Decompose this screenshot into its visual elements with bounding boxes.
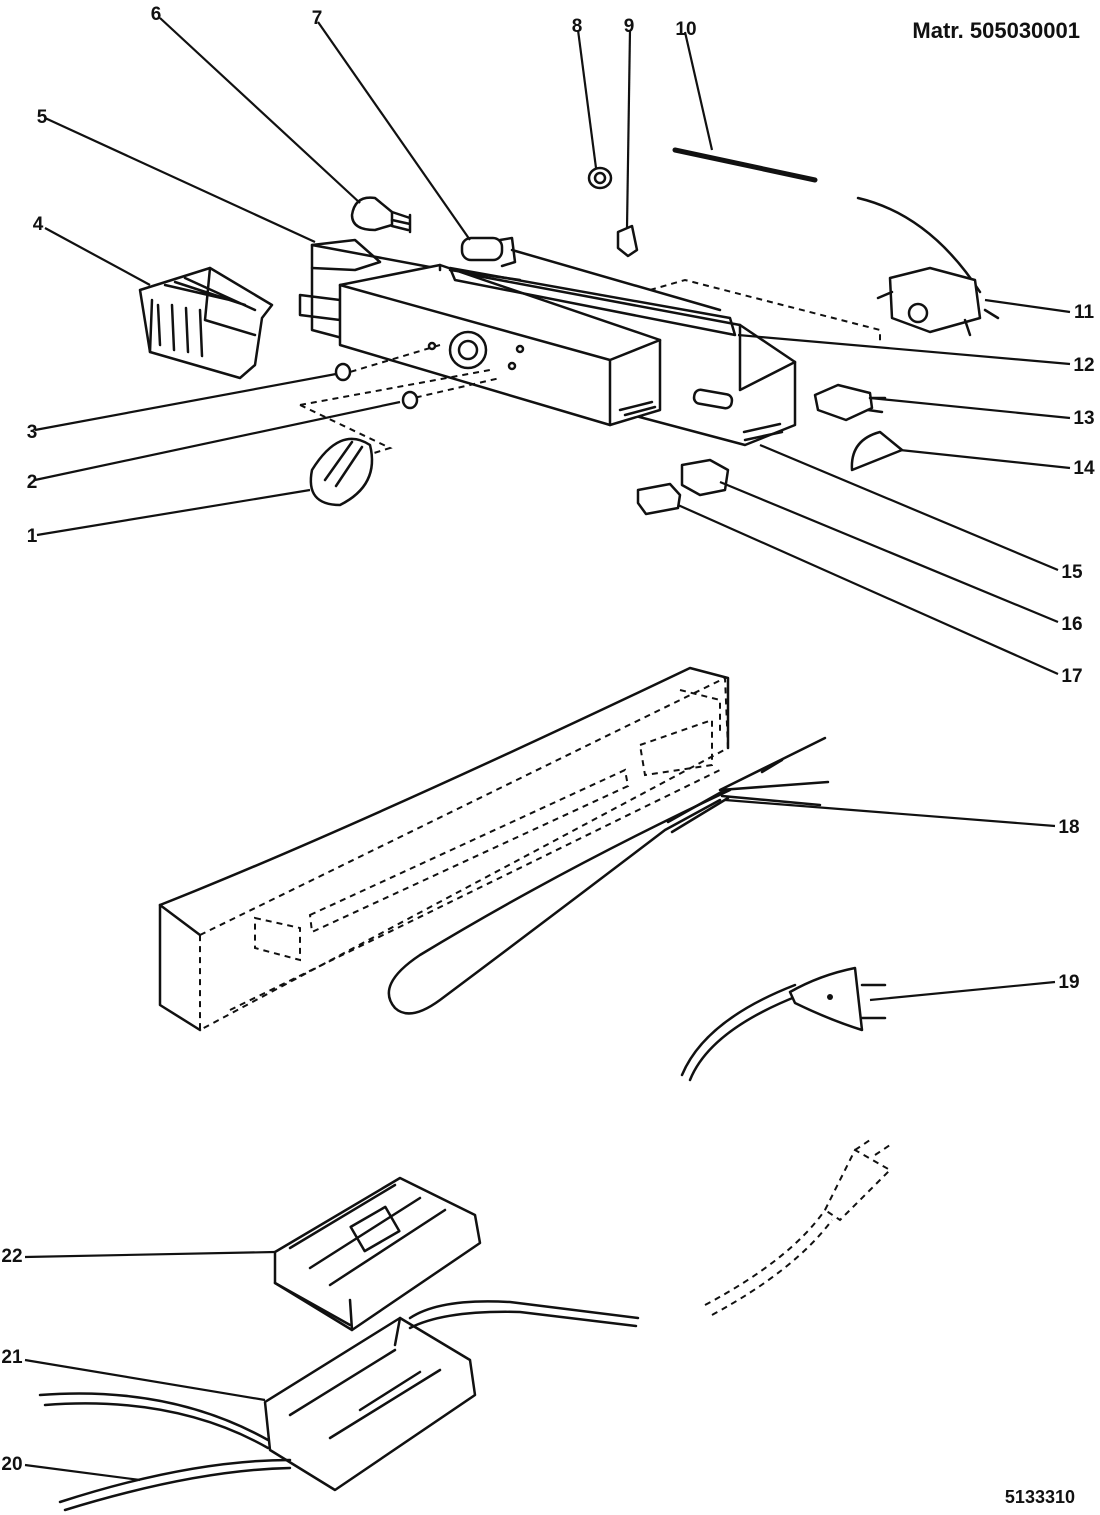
rear-housing xyxy=(158,666,730,1032)
callout-5: 5 xyxy=(37,107,48,128)
callout-12: 12 xyxy=(1073,355,1094,376)
callout-21: 21 xyxy=(1,1347,23,1368)
junction-box-base xyxy=(263,1316,477,1492)
material-code: Matr. 505030001 xyxy=(912,18,1080,43)
signal-light xyxy=(636,482,682,516)
grommet xyxy=(587,166,613,190)
callout-6: 6 xyxy=(151,4,162,25)
small-cap-3 xyxy=(334,362,352,382)
power-plug xyxy=(680,966,887,1082)
indicator-lens xyxy=(850,430,904,472)
thermostat xyxy=(856,196,1000,337)
drawing-code: 5133310 xyxy=(1005,1487,1075,1507)
callout-19: 19 xyxy=(1058,972,1079,993)
callout-20: 20 xyxy=(1,1454,22,1475)
callout-13: 13 xyxy=(1073,408,1094,429)
callout-14: 14 xyxy=(1073,458,1095,479)
callout-10: 10 xyxy=(675,19,696,40)
callout-18: 18 xyxy=(1058,817,1079,838)
callout-3: 3 xyxy=(27,422,38,443)
lamp-bulb xyxy=(350,196,412,234)
heating-cable xyxy=(387,736,830,1015)
callout-labels: 1 2 3 4 5 6 7 8 9 10 11 12 13 14 15 16 1… xyxy=(1,4,1095,1475)
callout-8: 8 xyxy=(572,16,583,37)
callout-17: 17 xyxy=(1061,666,1082,687)
control-panel-housing xyxy=(298,238,797,447)
callout-4: 4 xyxy=(33,214,44,235)
rocker-switch xyxy=(813,383,887,422)
junction-cables xyxy=(38,1300,640,1512)
junction-box-cover xyxy=(273,1176,482,1332)
wire-clip xyxy=(616,224,639,258)
lamp-holder xyxy=(448,236,722,312)
small-cap-2 xyxy=(401,390,419,410)
control-knob xyxy=(309,437,374,507)
switch-button xyxy=(680,458,730,497)
callout-16: 16 xyxy=(1061,614,1082,635)
callout-22: 22 xyxy=(1,1246,22,1267)
callout-15: 15 xyxy=(1061,562,1083,583)
callout-11: 11 xyxy=(1074,302,1095,323)
thermostat-rod xyxy=(672,147,818,183)
callout-9: 9 xyxy=(624,16,635,37)
callout-2: 2 xyxy=(27,472,38,493)
lamp-cover xyxy=(138,266,274,380)
callout-7: 7 xyxy=(312,8,323,29)
callout-1: 1 xyxy=(27,526,38,547)
leader-lines xyxy=(24,17,1071,1482)
alternate-plug-dashed xyxy=(704,1139,892,1316)
